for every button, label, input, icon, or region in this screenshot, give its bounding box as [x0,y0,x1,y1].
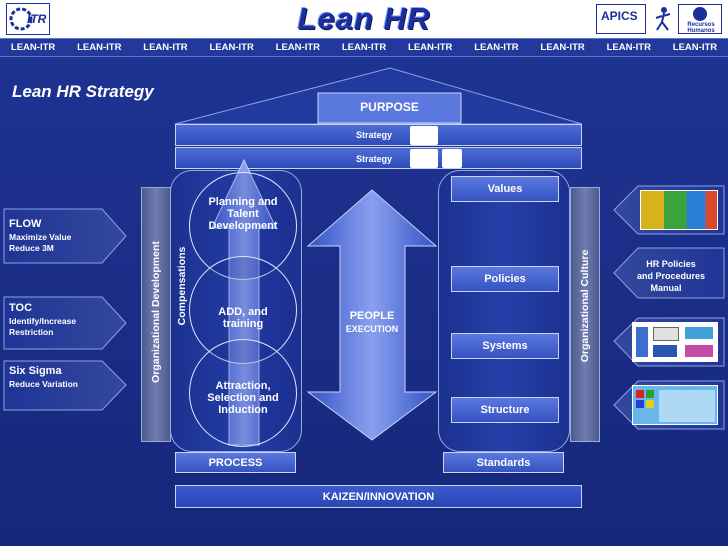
system-map-thumbnail [632,385,718,425]
hr-policies-line-2: and Procedures [626,271,716,281]
hr-policies-line-1: HR Policies [626,259,716,269]
tools-logos-thumbnail [632,322,718,362]
strategy-cards-thumbnail [640,190,718,230]
hr-policies-line-3: Manual [626,283,706,293]
